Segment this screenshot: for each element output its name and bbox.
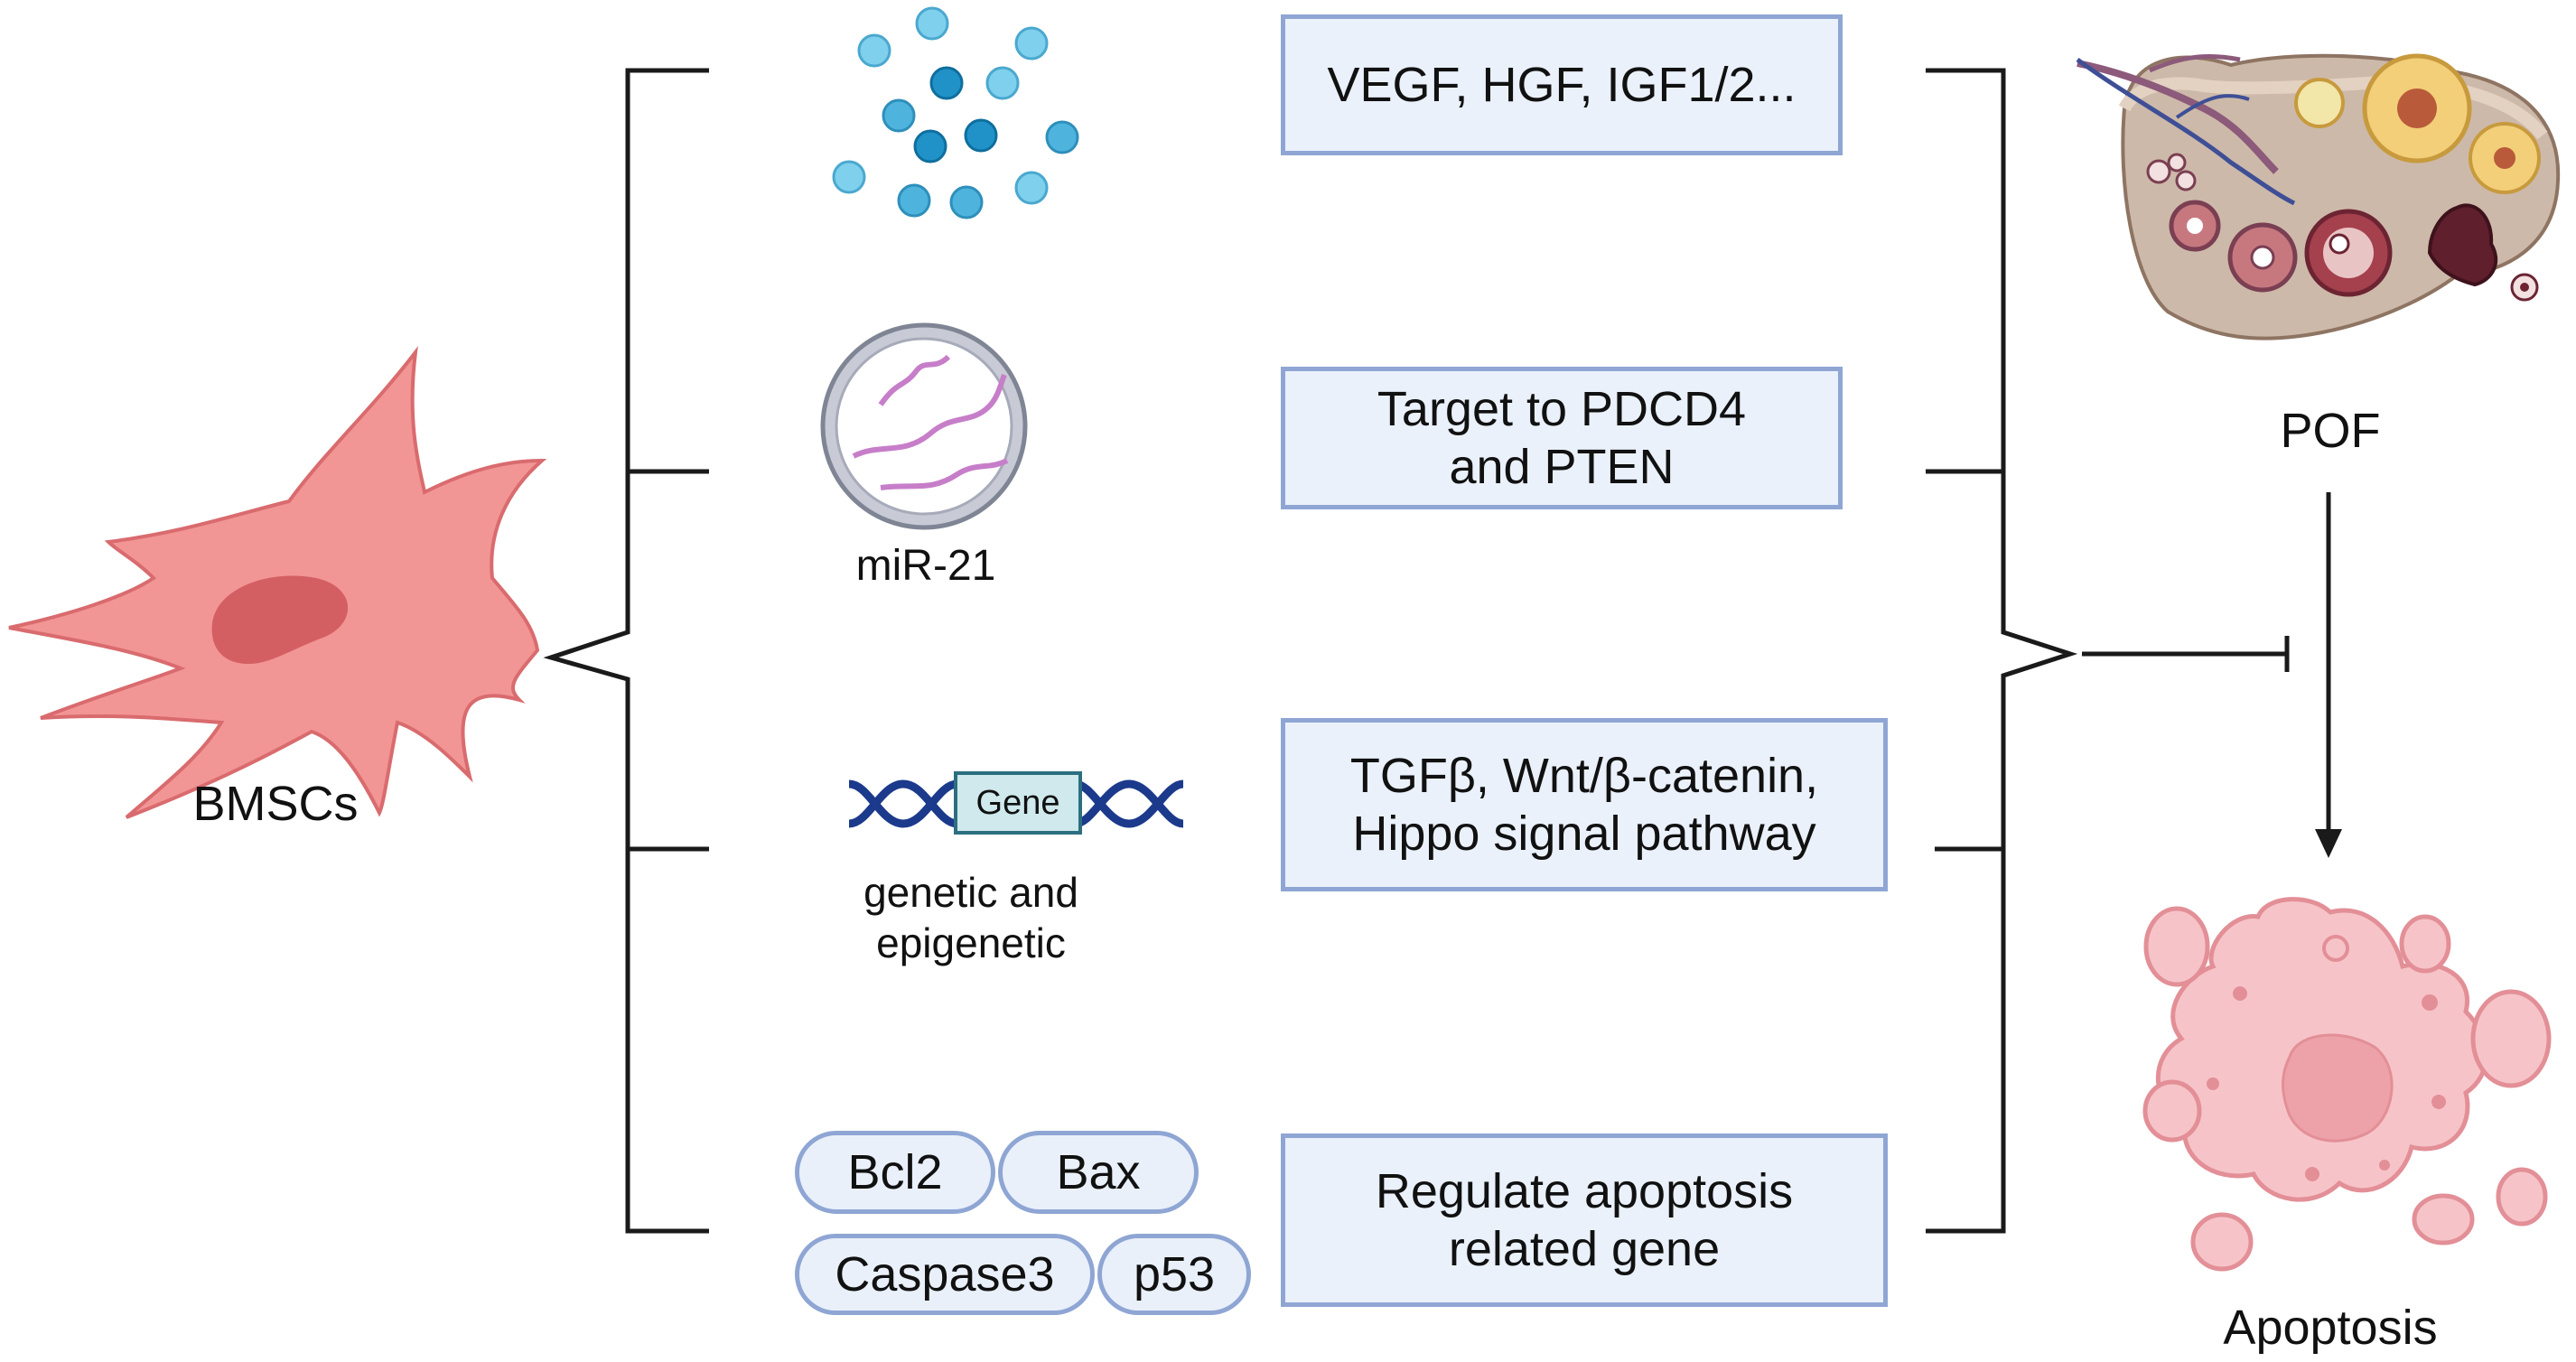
gene-tag: Gene xyxy=(975,784,1060,822)
growth-factors-box: VEGF, HGF, IGF1/2... xyxy=(1281,14,1843,155)
growth-factors-text: VEGF, HGF, IGF1/2... xyxy=(1327,58,1797,112)
signal-pathway-line-2: Hippo signal pathway xyxy=(1352,807,1816,861)
mirna-label: miR-21 xyxy=(855,542,996,590)
gene-pill-p53: p53 xyxy=(1097,1234,1251,1315)
mirna-target-line-1: Target to PDCD4 xyxy=(1377,382,1747,436)
apoptotic-cell-icon xyxy=(2142,897,2552,1272)
apoptosis-label: Apoptosis xyxy=(2223,1301,2438,1355)
dna-helix-icon xyxy=(848,771,1184,835)
gene-pill-bax: Bax xyxy=(998,1131,1199,1214)
genetic-label-line-1: genetic and xyxy=(863,869,1078,916)
apoptosis-gene-line-2: related gene xyxy=(1448,1222,1721,1276)
left-brace xyxy=(543,68,709,1234)
bmsc-label: BMSCs xyxy=(192,777,359,831)
inhibition-arrow xyxy=(2082,636,2290,672)
pof-label: POF xyxy=(2280,404,2381,458)
mirna-target-line-2: and PTEN xyxy=(1449,440,1675,494)
bmsc-cell-icon xyxy=(8,345,547,819)
genetic-epigenetic-label: genetic and epigenetic xyxy=(817,867,1125,968)
apoptosis-gene-line-1: Regulate apoptosis xyxy=(1375,1164,1794,1218)
gene-pill-bcl2: Bcl2 xyxy=(795,1131,995,1214)
ovary-icon xyxy=(2076,53,2561,340)
mirna-target-box: Target to PDCD4 and PTEN xyxy=(1281,367,1843,509)
growth-factor-dots-icon xyxy=(832,6,1079,219)
signal-pathway-line-1: TGFβ, Wnt/β-catenin, xyxy=(1349,749,1819,803)
gene-pill-caspase3: Caspase3 xyxy=(795,1234,1095,1315)
signal-pathway-box: TGFβ, Wnt/β-catenin, Hippo signal pathwa… xyxy=(1281,718,1888,891)
right-brace xyxy=(1926,68,2078,1234)
apoptosis-gene-box: Regulate apoptosis related gene xyxy=(1281,1133,1888,1307)
down-arrow xyxy=(2315,492,2342,858)
genetic-label-line-2: epigenetic xyxy=(876,919,1066,966)
mirna-vesicle-icon xyxy=(820,322,1028,530)
